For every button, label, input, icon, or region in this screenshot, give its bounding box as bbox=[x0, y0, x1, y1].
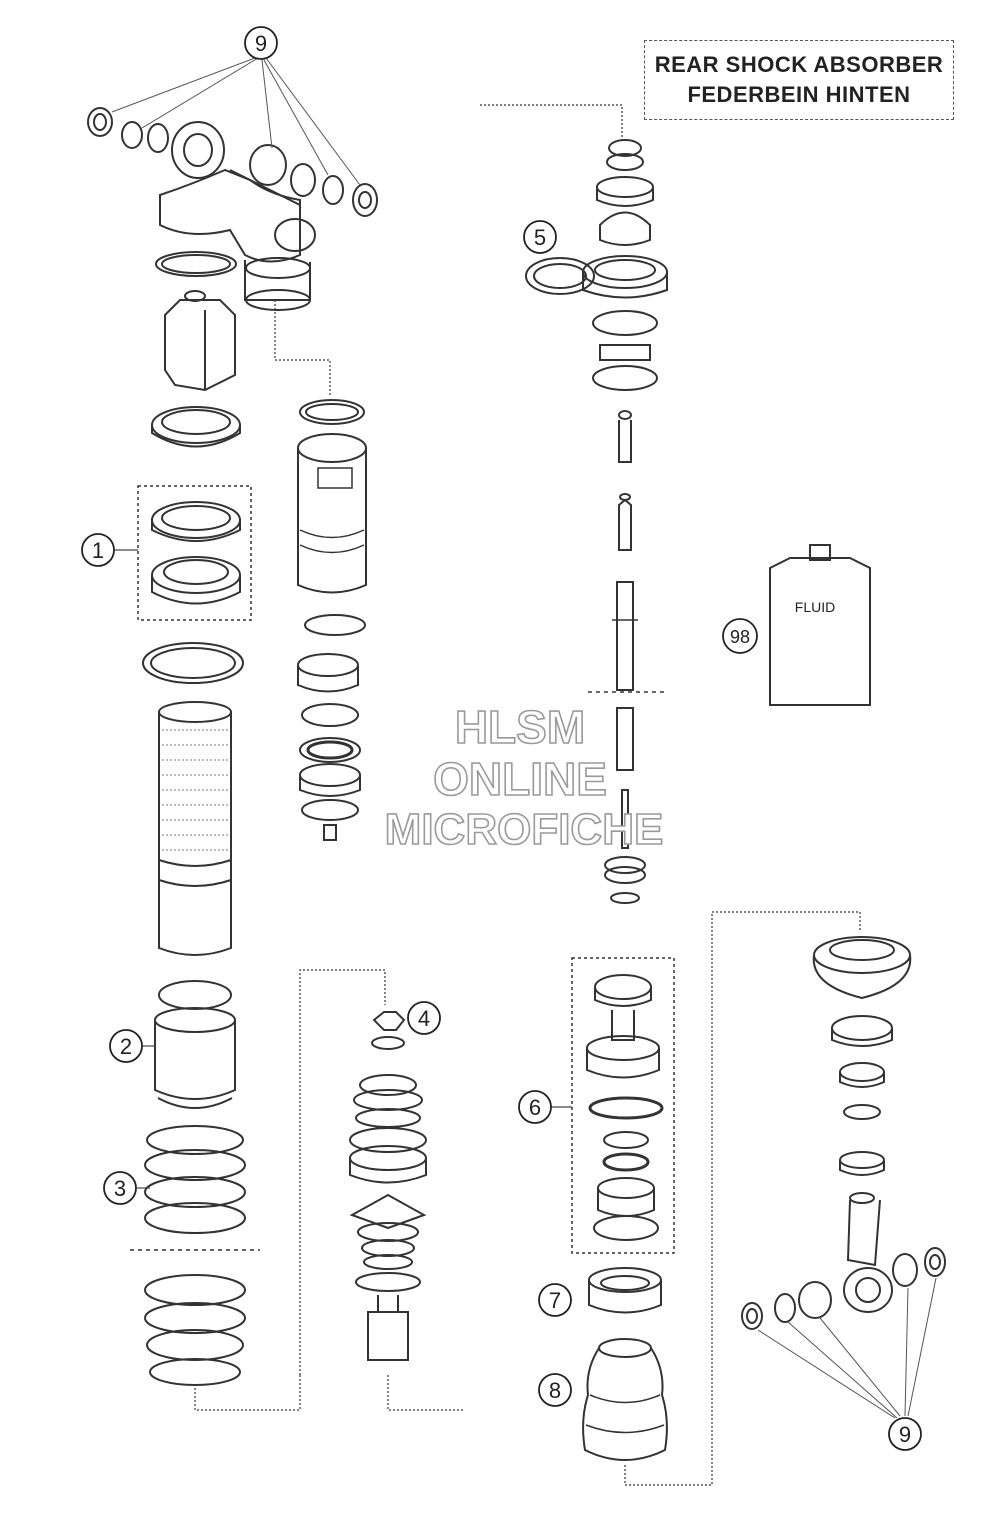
callout-2: 2 bbox=[109, 1029, 143, 1063]
callout-6-label: 6 bbox=[529, 1095, 541, 1120]
watermark-line-3: MICROFICHE bbox=[384, 804, 664, 855]
bottom-eye-assembly bbox=[741, 936, 946, 1330]
main-cylinder bbox=[158, 701, 232, 956]
callout-1: 1 bbox=[81, 533, 115, 567]
diagram-title-english: REAR SHOCK ABSORBER bbox=[654, 52, 944, 77]
callout-1-label: 1 bbox=[92, 538, 104, 563]
part-3-spring bbox=[130, 1125, 260, 1386]
spring-seat-washer bbox=[142, 642, 244, 684]
piston-rod-assembly bbox=[480, 104, 668, 904]
callout-9-top: 9 bbox=[244, 26, 278, 60]
leader-lines-9-top bbox=[111, 57, 361, 186]
part-7-stop-plate bbox=[588, 1267, 662, 1314]
callout-4-label: 4 bbox=[418, 1006, 430, 1031]
callout-98-label: 98 bbox=[730, 627, 750, 647]
callout-3-label: 3 bbox=[114, 1176, 126, 1201]
bladder bbox=[164, 290, 236, 392]
fluid-bottle bbox=[769, 544, 871, 706]
callout-5: 5 bbox=[523, 220, 557, 254]
callout-2-label: 2 bbox=[120, 1034, 132, 1059]
callout-4: 4 bbox=[407, 1001, 441, 1035]
part-2-bump-sleeve bbox=[154, 980, 236, 1109]
diagram-title-box: REAR SHOCK ABSORBER FEDERBEIN HINTEN bbox=[644, 40, 954, 120]
callout-6: 6 bbox=[518, 1090, 552, 1124]
callout-7: 7 bbox=[538, 1283, 572, 1317]
callout-98: 98 bbox=[722, 618, 758, 654]
part-6-seal-head bbox=[571, 957, 675, 1254]
part-8-bump-rubber bbox=[582, 911, 861, 1486]
callout-9-bottom: 9 bbox=[888, 1417, 922, 1451]
fluid-bottle-label: FLUID bbox=[795, 599, 835, 615]
reservoir-assembly bbox=[274, 300, 367, 841]
watermark-line-1: HLSM bbox=[454, 700, 586, 754]
diagram-title-german: FEDERBEIN HINTEN bbox=[687, 82, 911, 107]
o-ring-top bbox=[155, 251, 237, 277]
part-1-adjuster-rings bbox=[137, 485, 252, 621]
callout-8: 8 bbox=[538, 1373, 572, 1407]
part-4-valve-stack bbox=[194, 969, 465, 1411]
top-eye-assembly bbox=[87, 107, 378, 311]
callout-3: 3 bbox=[103, 1171, 137, 1205]
callout-9-top-label: 9 bbox=[255, 31, 267, 56]
leader-lines-9-bottom bbox=[757, 1277, 937, 1419]
callout-7-label: 7 bbox=[549, 1288, 561, 1313]
callout-5-label: 5 bbox=[534, 225, 546, 250]
reservoir-cap-ring bbox=[151, 406, 241, 448]
callout-9-bottom-label: 9 bbox=[899, 1422, 911, 1447]
callout-8-label: 8 bbox=[549, 1378, 561, 1403]
watermark-line-2: ONLINE bbox=[432, 752, 607, 806]
